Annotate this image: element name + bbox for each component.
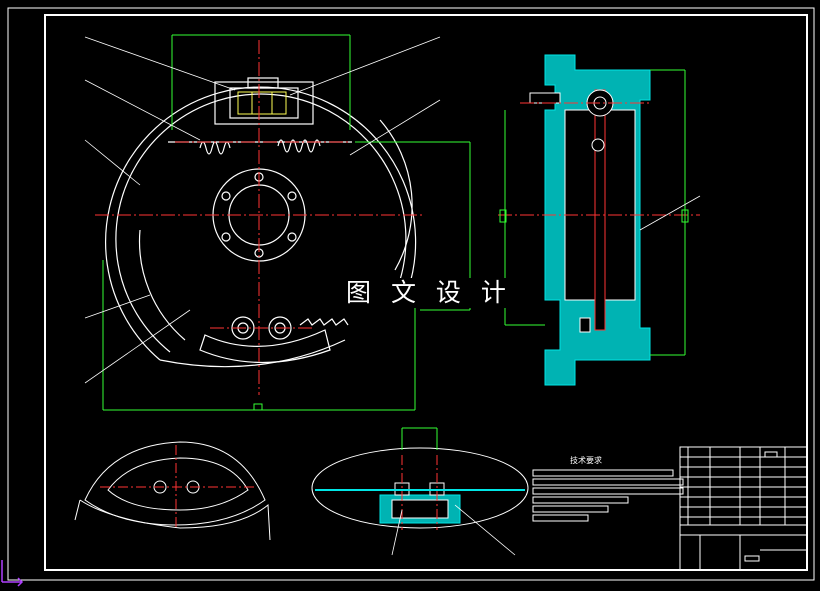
- inner-border: [44, 14, 808, 571]
- watermark-text: 图 文 设 计: [342, 278, 516, 308]
- detail-middle-dimensions: [401, 427, 438, 450]
- section-leaders: [639, 195, 701, 231]
- ucs-cursor-icon: [1, 560, 24, 587]
- detail-middle: [311, 447, 529, 529]
- detail-middle-section: [315, 482, 525, 524]
- front-leaders: [84, 36, 441, 384]
- detail-middle-leaders: [391, 504, 516, 556]
- detail-left: [74, 441, 271, 541]
- front-view-parts: [237, 91, 287, 115]
- detail-middle-centerlines: [401, 455, 438, 530]
- section-centerlines: [498, 102, 700, 216]
- outer-border: [7, 7, 815, 581]
- technical-requirements-lines: [532, 469, 684, 522]
- front-centerlines: [95, 40, 425, 395]
- front-view: [104, 77, 417, 368]
- detail-left-centerlines: [100, 445, 255, 530]
- section-view: [529, 54, 651, 386]
- title-block: [679, 446, 808, 571]
- technical-requirements-title: 技术要求: [570, 456, 602, 465]
